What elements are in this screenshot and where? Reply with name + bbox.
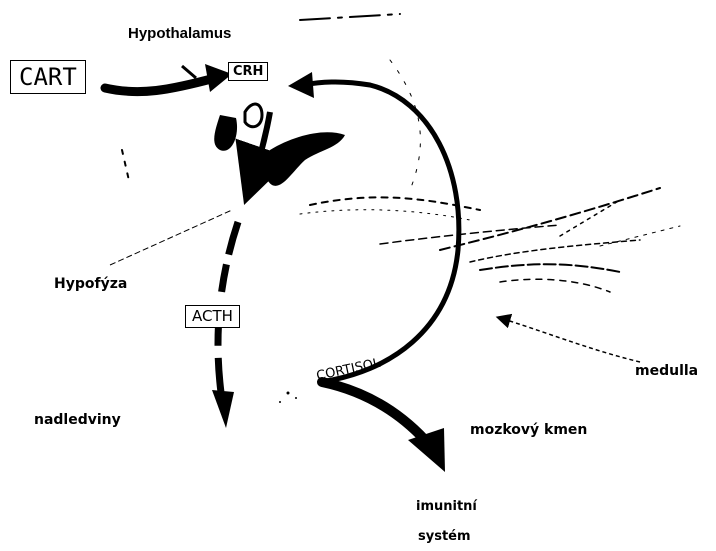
system-label: systém xyxy=(418,530,471,543)
hypofyza-label: Hypofýza xyxy=(54,277,127,291)
adrenal-arrowhead xyxy=(212,390,234,428)
cortisol-feedback-arrow xyxy=(302,82,459,382)
hypothalamus-arrow-small xyxy=(182,66,196,78)
cortisol-to-immune-arrow xyxy=(322,382,425,440)
nadledviny-label: nadledviny xyxy=(34,413,121,427)
medulla-pointer-line xyxy=(500,318,640,362)
pituitary-shape xyxy=(214,104,345,186)
adrenal-glands-dots xyxy=(279,392,297,404)
cart-to-crh-arrow xyxy=(105,78,215,92)
crh-box: CRH xyxy=(228,62,268,81)
feedback-arrowhead xyxy=(288,72,314,98)
hypofyza-pointer-line xyxy=(110,210,232,265)
mozkovy-kmen-label: mozkový kmen xyxy=(470,423,587,437)
cart-box: CART xyxy=(10,60,86,94)
brain-sketch xyxy=(122,14,680,292)
hypothalamus-label: Hypothalamus xyxy=(128,26,231,41)
medulla-label: medulla xyxy=(635,364,698,378)
imunitni-label: imunitní xyxy=(416,500,477,513)
acth-box: ACTH xyxy=(185,305,240,328)
